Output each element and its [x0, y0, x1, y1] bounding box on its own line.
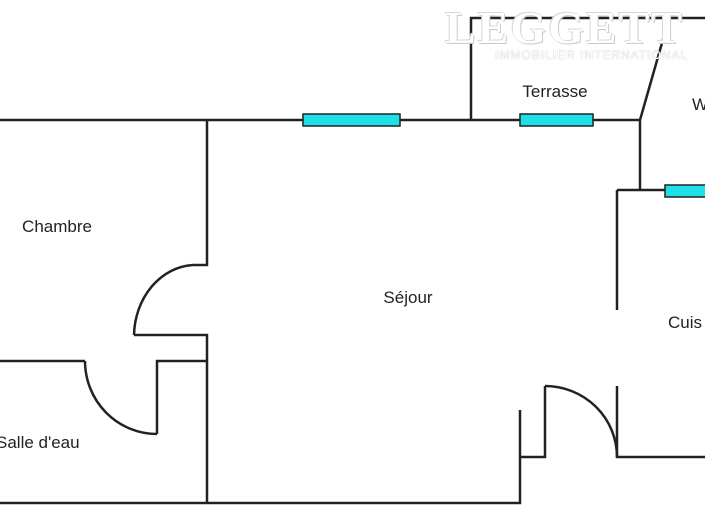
- watermark-tagline: IMMOBILIER INTERNATIONAL: [495, 48, 689, 62]
- room-label-chambre: Chambre: [22, 217, 92, 236]
- terrace-walls: [469, 16, 705, 121]
- kitchen-upper-wall: [615, 120, 705, 310]
- room-label-cuisine: Cuis: [668, 313, 703, 332]
- window-sejour-2: [519, 113, 594, 127]
- salle-eau-wall: [0, 359, 207, 434]
- room-label-terrasse: Terrasse: [522, 82, 588, 101]
- window-sejour-1: [302, 113, 401, 127]
- walls: [0, 16, 705, 505]
- room-label-salle-eau: Salle d'eau: [0, 433, 80, 452]
- entry-door-arc: [544, 384, 619, 458]
- chambre-sejour-wall: [134, 120, 209, 503]
- leggett-watermark-logo: LEGGETT IMMOBILIER INTERNATIONAL: [445, 2, 689, 63]
- window-kitchen: [664, 184, 705, 198]
- chambre-door-arc: [132, 263, 194, 336]
- bottom-wall: [0, 386, 547, 505]
- kitchen-lower-wall: [615, 386, 705, 459]
- room-label-sejour: Séjour: [383, 288, 433, 307]
- room-label-wc: W: [692, 95, 705, 114]
- salle-eau-door-arc: [83, 360, 158, 436]
- watermark-brand: LEGGETT: [445, 2, 684, 53]
